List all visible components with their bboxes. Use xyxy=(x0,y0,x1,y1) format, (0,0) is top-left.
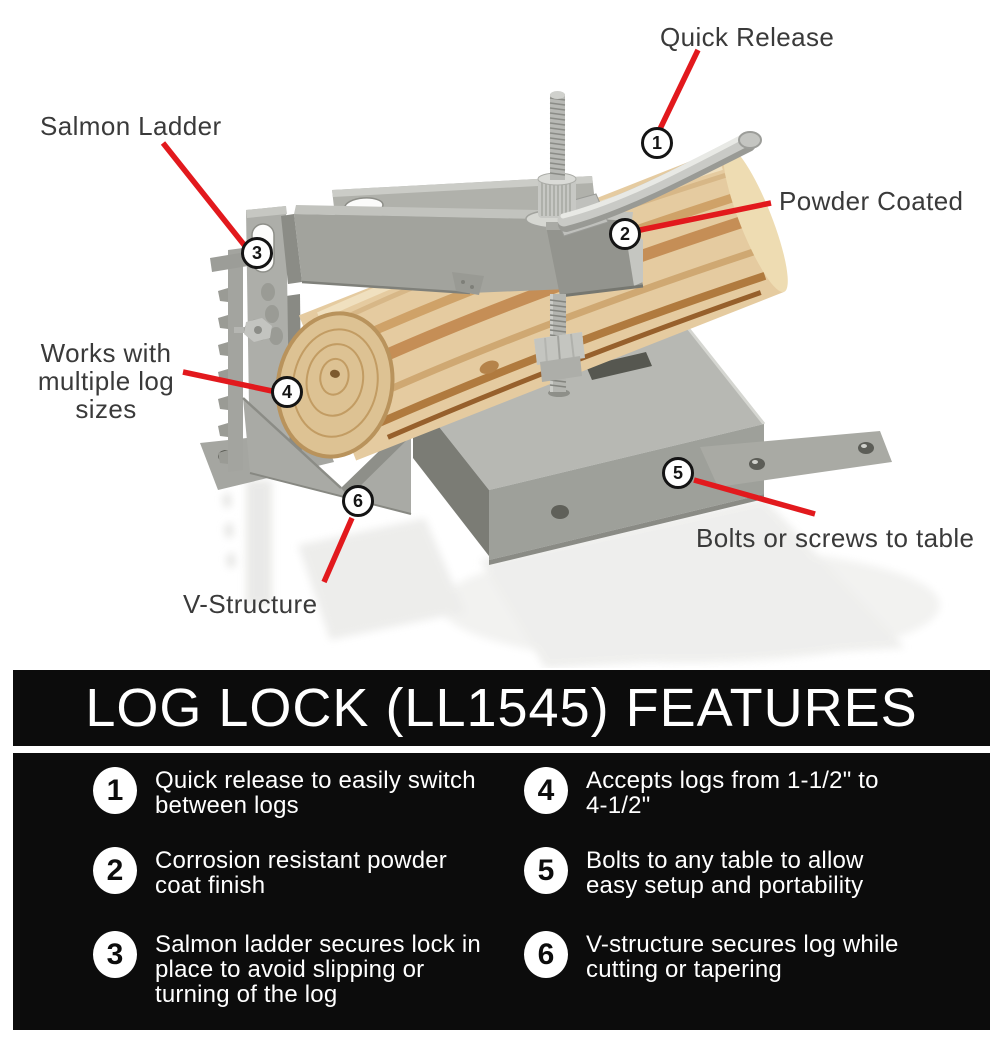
callout-label-quick-release: Quick Release xyxy=(660,22,835,52)
feature-item-2: 2 Corrosion resistant powder coat finish xyxy=(93,847,447,898)
feature-badge-6: 6 xyxy=(524,931,568,978)
callout-line-4 xyxy=(182,369,273,394)
callout-line-1 xyxy=(657,48,701,131)
feature-badge-1: 1 xyxy=(93,767,137,814)
feature-item-6: 6 V-structure secures log while cutting … xyxy=(524,931,899,982)
feature-item-4: 4 Accepts logs from 1-1/2" to 4-1/2" xyxy=(524,767,879,818)
callout-label-log-sizes: Works with multiple log sizes xyxy=(37,338,175,425)
feature-text-4: Accepts logs from 1-1/2" to 4-1/2" xyxy=(586,767,879,819)
feature-item-1: 1 Quick release to easily switch between… xyxy=(93,767,476,818)
features-title-bar: LOG LOCK (LL1545) FEATURES xyxy=(13,670,990,746)
feature-text-3: Salmon ladder secures lock in place to a… xyxy=(155,931,481,1008)
threaded-rod-lower xyxy=(534,294,585,397)
callout-label-bolts: Bolts or screws to table xyxy=(696,523,975,553)
feature-text-6: V-structure secures log while cutting or… xyxy=(586,931,899,983)
feature-text-5: Bolts to any table to allow easy setup a… xyxy=(586,847,864,899)
callout-label-powder-coated: Powder Coated xyxy=(779,186,964,216)
product-photo: Quick Release Powder Coated Salmon Ladde… xyxy=(37,22,975,668)
threaded-rod-upper xyxy=(549,91,566,180)
log-end-grain xyxy=(275,311,395,459)
feature-item-5: 5 Bolts to any table to allow easy setup… xyxy=(524,847,864,898)
callout-label-v-structure: V-Structure xyxy=(183,589,318,619)
callout-lines xyxy=(160,48,816,584)
clamp-nut xyxy=(534,332,585,382)
callout-line-5 xyxy=(693,477,816,517)
callout-badge-5: 5 xyxy=(662,457,694,489)
feature-text-2: Corrosion resistant powder coat finish xyxy=(155,847,447,899)
features-panel: 1 Quick release to easily switch between… xyxy=(13,753,990,1030)
callout-badge-1: 1 xyxy=(641,127,673,159)
product-illustration xyxy=(160,48,940,668)
feature-item-3: 3 Salmon ladder secures lock in place to… xyxy=(93,931,481,1007)
callout-badge-3: 3 xyxy=(241,237,273,269)
callout-badge-6: 6 xyxy=(342,485,374,517)
base-channel xyxy=(413,327,892,565)
features-title: LOG LOCK (LL1545) FEATURES xyxy=(85,678,918,738)
callout-label-salmon-ladder: Salmon Ladder xyxy=(40,111,222,141)
feature-badge-4: 4 xyxy=(524,767,568,814)
callout-badge-4: 4 xyxy=(271,376,303,408)
callout-line-3 xyxy=(160,141,248,248)
feature-badge-3: 3 xyxy=(93,931,137,978)
feature-text-1: Quick release to easily switch between l… xyxy=(155,767,476,819)
callout-badge-2: 2 xyxy=(609,218,641,250)
feature-badge-2: 2 xyxy=(93,847,137,894)
salmon-ladder-rack xyxy=(210,248,248,472)
callout-line-6 xyxy=(321,516,355,584)
callout-line-2 xyxy=(639,200,772,233)
quick-release-handle xyxy=(557,131,762,232)
feature-badge-5: 5 xyxy=(524,847,568,894)
